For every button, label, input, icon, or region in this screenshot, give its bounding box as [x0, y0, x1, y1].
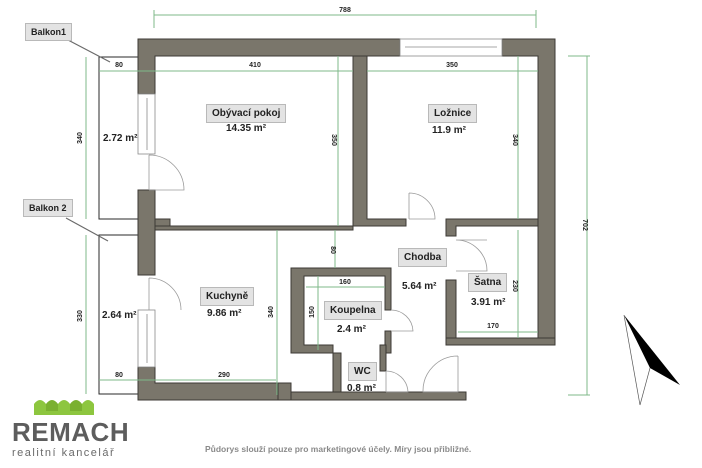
room-label-wc: WC: [348, 362, 377, 381]
svg-text:330: 330: [77, 310, 84, 322]
svg-text:170: 170: [487, 323, 499, 330]
callout-balkon2: Balkon 2: [23, 199, 73, 217]
room-label-chodba: Chodba: [398, 248, 448, 267]
balkon2-leader: [65, 217, 109, 242]
windows: [137, 38, 503, 368]
interior-dimensions: 80 410 350 340 350 340 80 160 150 340 33…: [77, 56, 538, 395]
room-area-koupelna: 2.4 m²: [337, 324, 366, 335]
room-label-koupelna: Koupelna: [324, 301, 382, 320]
room-area-wc: 0.8 m²: [347, 383, 376, 394]
svg-text:80: 80: [329, 246, 336, 254]
room-area-loznice: 11.9 m²: [432, 125, 466, 136]
room-area-obyvaci-pokoj: 14.35 m²: [226, 123, 267, 134]
balkon1-area: 2.72 m²: [103, 133, 138, 144]
svg-text:160: 160: [339, 279, 351, 286]
room-area-satna: 3.91 m²: [471, 297, 506, 308]
svg-text:80: 80: [115, 62, 123, 69]
north-arrow-icon: [623, 314, 680, 406]
svg-text:340: 340: [77, 132, 84, 144]
room-area-chodba: 5.64 m²: [402, 281, 437, 292]
room-label-obyvaci-pokoj: Obývací pokoj: [206, 104, 287, 123]
svg-text:702: 702: [581, 219, 588, 231]
doors: [148, 154, 488, 393]
balkon1-outline: [98, 56, 138, 220]
svg-text:350: 350: [330, 134, 337, 146]
svg-text:80: 80: [115, 372, 123, 379]
company-name: REMACH: [12, 417, 130, 447]
svg-text:340: 340: [511, 134, 518, 146]
room-label-satna: Šatna: [468, 273, 508, 292]
svg-text:230: 230: [511, 280, 518, 292]
balkon2-area: 2.64 m²: [102, 310, 137, 321]
svg-text:350: 350: [446, 62, 458, 69]
balkon2-outline: [98, 234, 138, 395]
logo-icon: [34, 400, 94, 415]
room-label-loznice: Ložnice: [428, 104, 478, 123]
svg-text:410: 410: [249, 62, 261, 69]
svg-text:290: 290: [218, 372, 230, 379]
svg-text:150: 150: [309, 306, 316, 318]
svg-text:788: 788: [339, 7, 351, 14]
disclaimer-text: Půdorys slouží pouze pro marketingové úč…: [205, 444, 472, 454]
dimension-total-height: 702: [568, 55, 590, 396]
dimension-total-width: 788: [153, 7, 537, 28]
room-area-kuchyne: 9.86 m²: [207, 308, 242, 319]
room-label-kuchyne: Kuchyně: [200, 287, 255, 306]
balkon1-leader: [67, 39, 111, 63]
walls: [137, 38, 556, 401]
company-tagline: realitní kancelář: [12, 447, 116, 459]
callout-balkon1: Balkon1: [25, 23, 73, 41]
svg-text:340: 340: [268, 306, 275, 318]
